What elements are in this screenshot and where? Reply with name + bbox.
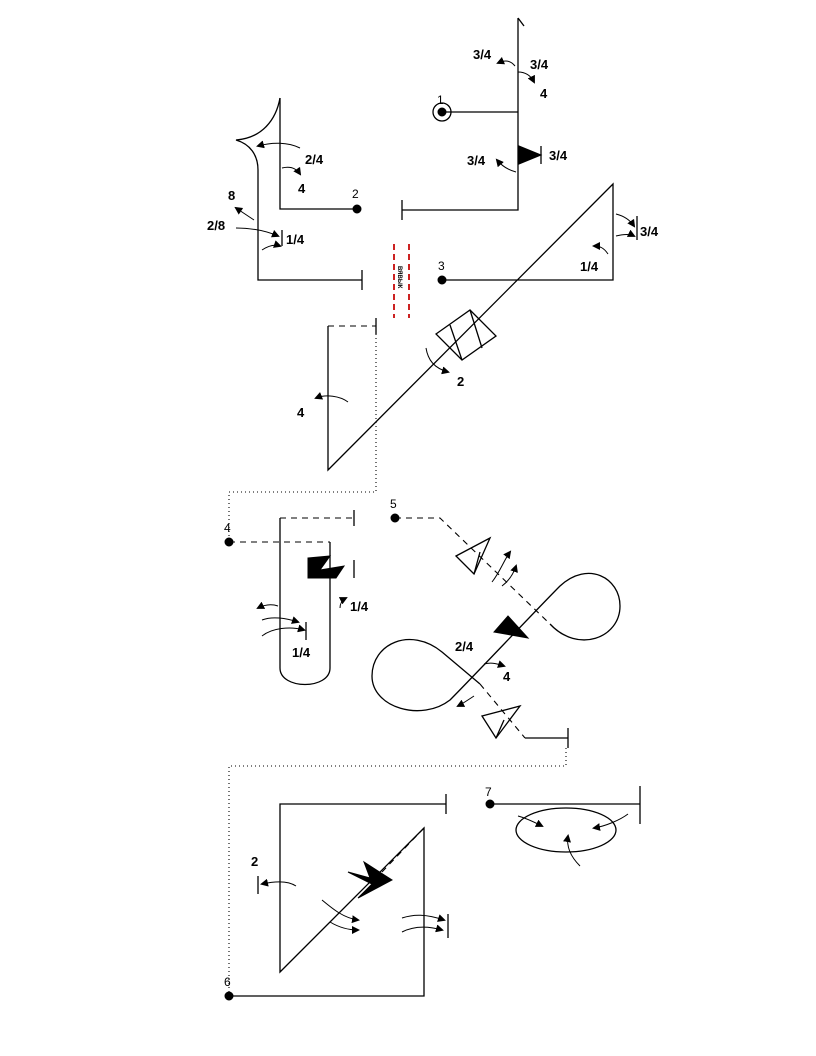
- node-circle-1: [432, 102, 452, 122]
- node-label-3: 3: [438, 259, 445, 273]
- node-label-5: 5: [390, 497, 397, 511]
- warning-label: ВЯВЫК: [396, 266, 402, 289]
- label-c: 4: [540, 86, 548, 101]
- arrow-symbol-lower: [480, 704, 522, 740]
- label-g: 4: [298, 181, 306, 196]
- node-label-7: 7: [485, 785, 492, 799]
- connector-3-4: [228, 334, 377, 540]
- connector-5-6: [228, 748, 567, 996]
- label-a: 3/4: [473, 47, 492, 62]
- label-n: 4: [297, 405, 305, 420]
- double-arrow-symbol: [434, 309, 498, 361]
- section-1: 1 3/4 3/4 4 3/4 3/4: [401, 17, 568, 220]
- double-arrowhead-symbol-lower: [347, 860, 393, 899]
- double-arrowhead-symbol: [307, 555, 346, 579]
- arrow-symbol-upper: [454, 536, 492, 576]
- arrowhead-symbol: [518, 145, 543, 165]
- label-f: 2/4: [305, 152, 324, 167]
- label-p: 1/4: [292, 645, 311, 660]
- label-j: 1/4: [286, 232, 305, 247]
- section-7: 7: [485, 785, 641, 867]
- arrowhead-filled: [493, 615, 530, 639]
- label-q: 2/4: [455, 639, 474, 654]
- label-r: 4: [503, 669, 511, 684]
- label-h: 8: [228, 188, 235, 203]
- label-i: 2/8: [207, 218, 225, 233]
- label-k: 3/4: [640, 224, 659, 239]
- node-label-1: 1: [437, 93, 444, 107]
- section-2: 2 2/4 4 8 2/8 1/4: [207, 97, 363, 290]
- node-label-6: 6: [224, 975, 231, 989]
- label-b: 3/4: [530, 57, 549, 72]
- label-m: 2: [457, 374, 464, 389]
- section-4: 4 1/4 1/4: [224, 510, 369, 686]
- label-o: 1/4: [350, 599, 369, 614]
- node-2: [352, 204, 362, 214]
- node-1: [437, 107, 447, 117]
- label-d: 3/4: [467, 153, 486, 168]
- section-3: 3 3/4 1/4 2 4: [297, 182, 659, 472]
- label-e: 3/4: [549, 148, 568, 163]
- node-4: [224, 537, 234, 547]
- warning-strip: ВЯВЫК: [393, 244, 410, 318]
- label-l: 1/4: [580, 259, 599, 274]
- node-label-4: 4: [224, 521, 231, 535]
- section-5: 5 2/4 4: [371, 497, 621, 748]
- node-3: [437, 275, 447, 285]
- loop-ellipse: [515, 807, 617, 853]
- section-6: 6 2: [224, 794, 449, 1001]
- node-label-2: 2: [352, 187, 359, 201]
- label-s: 2: [251, 854, 258, 869]
